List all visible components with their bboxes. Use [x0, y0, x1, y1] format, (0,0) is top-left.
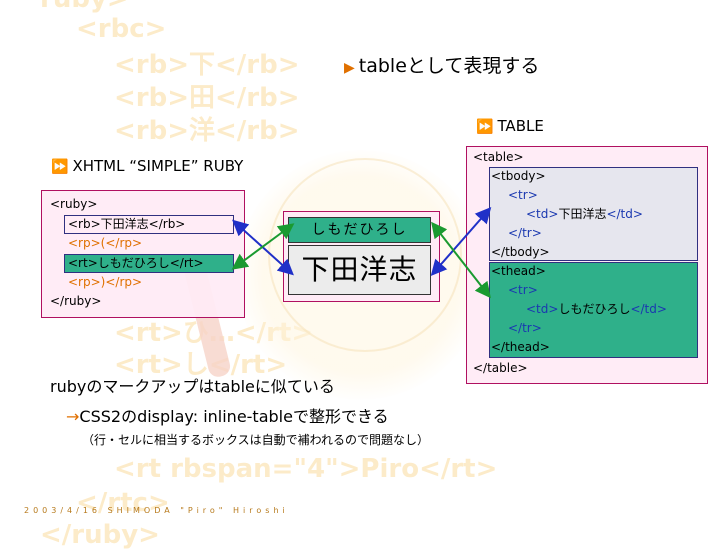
code-line-rp: <rp>)</rp>	[68, 275, 143, 289]
table-code: <table> <tbody> <tr> <td>下田洋志</td> </tr>…	[466, 146, 706, 382]
watermark-line: <rt>し</rt>	[114, 350, 288, 380]
section-label-ruby-text: XHTML “SIMPLE” RUBY	[72, 157, 244, 175]
code-line-rt-text: <rt>しもだひろし</rt>	[68, 256, 204, 270]
code-line: <ruby>	[50, 197, 98, 211]
watermark-line: <rbc>	[76, 14, 167, 44]
body-line-2: →CSS2のdisplay: inline-tableで整形できる	[66, 403, 389, 427]
td-text: しもだひろし	[558, 302, 631, 316]
body-line-1: rubyのマークアップはtableに似ている	[50, 377, 335, 396]
code-line-rp: <rp>(</rp>	[68, 236, 143, 250]
td-close-tag: </td>	[606, 207, 643, 221]
watermark-line: </rtc>	[76, 488, 170, 518]
td-open-tag: <td>	[526, 302, 559, 316]
ruby-text-rt: しもだひろし	[288, 217, 431, 243]
td-open-tag: <td>	[526, 207, 559, 221]
section-label-table: ⏩TABLE	[476, 117, 544, 135]
ruby-demo: しもだひろし 下田洋志	[288, 217, 431, 295]
arrow-rt-to-text	[231, 223, 295, 270]
code-line: </tr>	[508, 321, 542, 335]
section-label-table-text: TABLE	[497, 117, 544, 135]
watermark-line: <rt rbspan="4">Piro</rt>	[114, 454, 498, 484]
arrow-text-to-thead	[431, 221, 491, 299]
code-line-td: <td>しもだひろし</td>	[526, 300, 667, 319]
watermark-line: <rb>田</rb>	[114, 83, 300, 113]
watermark-line: <rb>洋</rb>	[114, 116, 300, 146]
td-text: 下田洋志	[558, 207, 607, 221]
slide-title: ▶tableとして表現する	[344, 51, 539, 78]
watermark-line: ruby>	[40, 0, 129, 12]
tbody-highlight	[489, 167, 698, 261]
triangle-marker-icon: ▶	[344, 60, 355, 76]
double-triangle-marker-icon: ⏩	[51, 159, 69, 175]
body-line-2-text: CSS2のdisplay: inline-tableで整形できる	[79, 407, 389, 426]
td-close-tag: </td>	[630, 302, 667, 316]
code-line: </thead>	[491, 340, 550, 354]
code-line: </table>	[473, 361, 528, 375]
code-line: <thead>	[491, 264, 546, 278]
code-line-rt: <rt>しもだひろし</rt>	[64, 254, 234, 273]
ruby-base-rb: 下田洋志	[288, 245, 431, 295]
code-line-td: <td>下田洋志</td>	[526, 205, 643, 224]
arrow-right-icon: →	[66, 407, 80, 426]
code-line-rb-text: <rb>下田洋志</rb>	[68, 217, 186, 231]
ruby-code-box: <ruby> <rb>下田洋志</rb> <rp>(</rp> <rt>しもだひ…	[41, 190, 245, 318]
slide-title-text: tableとして表現する	[358, 55, 540, 77]
double-triangle-marker-icon: ⏩	[476, 119, 494, 135]
code-line: <tr>	[508, 283, 538, 297]
footer-credit: 2003/4/16 SHIMODA "Piro" Hiroshi	[24, 506, 289, 515]
code-line: </tbody>	[491, 245, 550, 259]
section-label-ruby: ⏩XHTML “SIMPLE” RUBY	[51, 157, 243, 175]
code-line: <tbody>	[491, 169, 546, 183]
code-line: <table>	[473, 150, 524, 164]
code-line: </tr>	[508, 226, 542, 240]
code-line: <tr>	[508, 188, 538, 202]
thead-highlight	[489, 262, 698, 358]
code-line: </ruby>	[50, 294, 102, 308]
body-note: （行・セルに相当するボックスは自動で補われるので問題なし）	[82, 433, 430, 447]
watermark-line: <rb>下</rb>	[114, 50, 300, 80]
